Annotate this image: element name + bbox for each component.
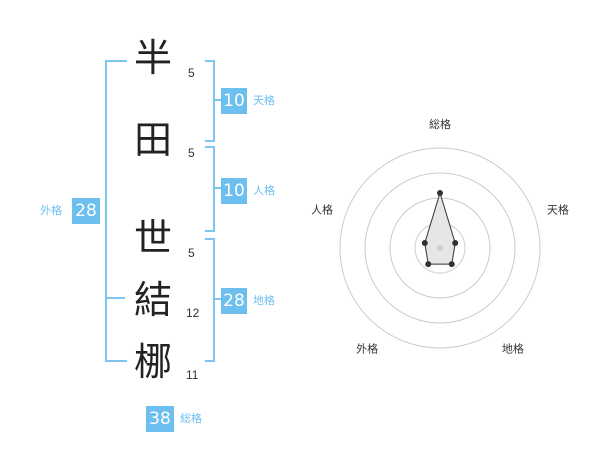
stroke-count-4: 12 [186,306,200,320]
tenkaku-bracket [205,60,215,142]
jinkaku-label: 人格 [253,184,275,197]
name-char-3: 世 [133,216,172,260]
chikaku-tick [213,298,221,300]
gaikaku-label: 外格 [40,204,62,217]
radar-ring-4 [339,147,541,349]
jinkaku-tick [213,187,221,189]
radar-point-4 [425,261,432,268]
stroke-count-5: 11 [186,368,199,382]
stroke-count-2: 5 [188,146,195,160]
radar-axis-label-3: 地格 [502,341,524,355]
chikaku-bracket [205,238,215,362]
jinkaku-value: 10 [221,178,247,204]
tenkaku-value: 10 [221,88,247,114]
jinkaku-bracket [205,146,215,232]
chikaku-value: 28 [221,288,247,314]
gaikaku-inner-tick [105,297,125,299]
tenkaku-label: 天格 [253,94,275,107]
name-char-1: 半 [133,36,172,80]
name-char-2: 田 [133,118,172,162]
radar-center-dot [437,245,443,251]
tenkaku-tick [213,99,221,101]
radar-point-1 [437,190,443,196]
name-char-4: 結 [133,278,172,322]
chikaku-label: 地格 [253,294,275,307]
radar-ring-3 [364,172,516,324]
stroke-count-3: 5 [188,246,195,260]
radar-area [424,191,456,265]
radar-point-3 [448,261,455,268]
radar-axis-label-4: 外格 [356,341,378,355]
radar-point-2 [452,240,459,247]
soukaku-value: 38 [146,406,174,432]
name-char-5: 梛 [133,340,172,384]
stroke-count-1: 5 [188,66,195,80]
gaikaku-value: 28 [72,198,100,224]
radar-axis-label-2: 天格 [547,203,569,217]
radar-point-5 [421,240,428,247]
gaikaku-bracket [105,60,127,362]
radar-axis-label-1: 総格 [429,117,451,131]
soukaku-label: 総格 [180,412,202,425]
radar-axis-label-5: 人格 [311,203,333,217]
